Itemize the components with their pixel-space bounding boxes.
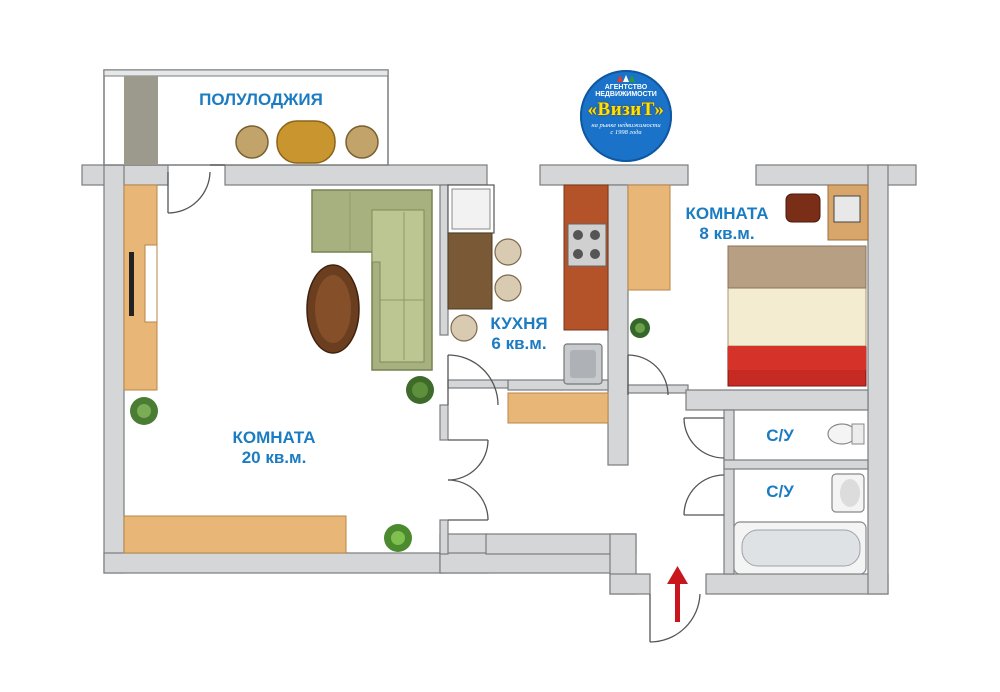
bedroom-furniture	[627, 184, 869, 387]
logo-line2: НЕДВИЖИМОСТИ	[595, 91, 657, 98]
living-room-label: КОМНАТА 20 кв.м.	[218, 428, 330, 467]
living-furniture	[123, 184, 434, 554]
hall-shelf	[507, 392, 609, 424]
kitchen-label: КУХНЯ 6 кв.м.	[480, 314, 558, 353]
logo-tagline: на рынке недвижимости	[591, 122, 661, 129]
kitchen-name: КУХНЯ	[490, 314, 548, 333]
logo-marks-icon	[617, 75, 635, 82]
balcony-name: ПОЛУЛОДЖИЯ	[199, 90, 323, 109]
laptop	[833, 195, 861, 223]
balcony-chair	[345, 125, 379, 159]
wc-label-upper: С/У	[752, 426, 808, 446]
living-doors	[447, 439, 489, 521]
kitchen-chair	[450, 314, 478, 342]
kitchen-chair	[494, 238, 522, 266]
tv	[129, 252, 134, 316]
balcony-door	[167, 164, 225, 214]
desk-chair	[785, 193, 821, 223]
balcony-tile-strip	[124, 76, 158, 165]
bedroom-door	[627, 354, 669, 396]
bedroom-name: КОМНАТА	[685, 204, 769, 223]
agency-logo: АГЕНТСТВО НЕДВИЖИМОСТИ «ВизиТ» на рынке …	[580, 70, 672, 162]
balcony-table	[276, 120, 336, 164]
kitchen-area: 6 кв.м.	[491, 333, 547, 353]
kitchen-chair	[494, 274, 522, 302]
stove	[567, 223, 607, 267]
bathroom-doors	[683, 417, 725, 516]
kitchen-door	[447, 354, 499, 406]
balcony	[103, 69, 389, 166]
bathroom-fixtures	[733, 423, 867, 575]
bedroom-area: 8 кв.м.	[699, 223, 755, 243]
kitchen-table	[447, 232, 493, 310]
entrance-door	[649, 593, 701, 643]
logo-line1: АГЕНТСТВО	[604, 84, 648, 91]
bedroom-label: КОМНАТА 8 кв.м.	[672, 204, 782, 243]
balcony-label: ПОЛУЛОДЖИЯ	[186, 90, 336, 110]
living-room-area: 20 кв.м.	[241, 447, 307, 467]
entrance-arrow	[667, 566, 688, 622]
balcony-chair	[235, 125, 269, 159]
cabinet	[123, 515, 347, 554]
kitchen-furniture	[447, 184, 609, 424]
logo-since: с 1998 года	[610, 129, 642, 136]
living-room-name: КОМНАТА	[232, 428, 316, 447]
wc-upper-name: С/У	[766, 426, 794, 445]
wc-label-lower: С/У	[752, 482, 808, 502]
bedroom-wardrobe	[627, 184, 671, 291]
wc-lower-name: С/У	[766, 482, 794, 501]
logo-brand: «ВизиТ»	[587, 99, 665, 120]
walls	[81, 164, 917, 595]
